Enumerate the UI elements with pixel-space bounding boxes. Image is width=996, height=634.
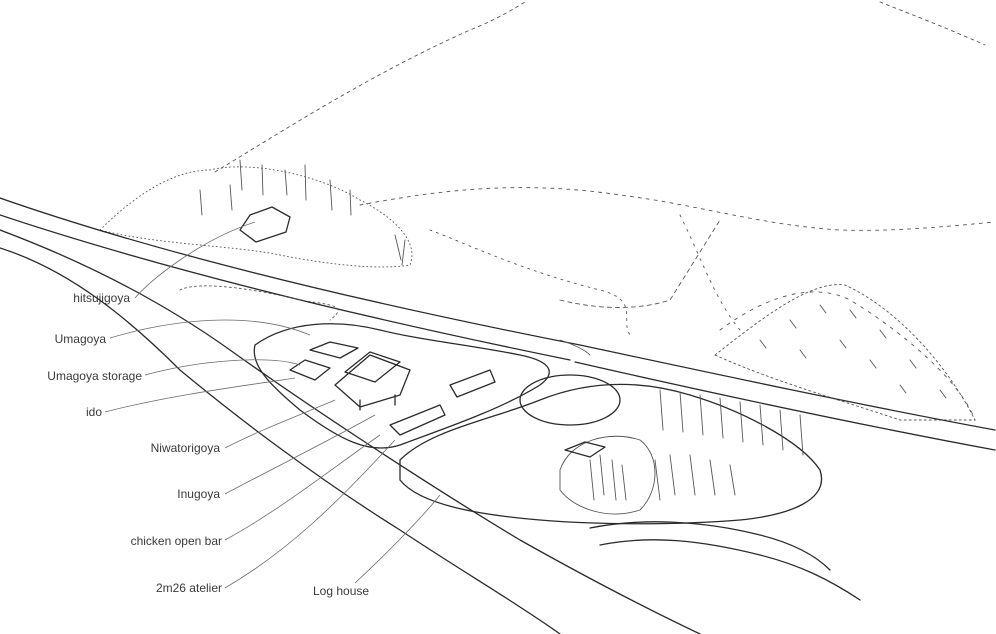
field-parcels: [559, 219, 976, 421]
lower-road: [0, 229, 861, 634]
label-ido: ido: [85, 405, 102, 419]
tree-rows: [659, 389, 804, 456]
label-umagoya: Umagoya: [54, 332, 106, 346]
compound: [179, 285, 550, 449]
garden-area: [399, 374, 823, 525]
label-umagoya-storage: Umagoya storage: [47, 369, 142, 383]
main-road: [0, 197, 996, 451]
hill-ridges: [214, 1, 996, 336]
label-hitsujigoya: hitsujigoya: [73, 291, 130, 305]
label-log-house: Log house: [313, 584, 370, 598]
label-inugoya: Inugoya: [177, 487, 220, 501]
leader-lines: [104, 221, 441, 589]
label-niwatorigoya: Niwatorigoya: [150, 441, 220, 455]
forest-patch: [99, 159, 413, 268]
label-2m26-atelier: 2m26 atelier: [155, 581, 222, 595]
label-chicken-open-bar: chicken open bar: [130, 534, 222, 548]
wooded-mound: [714, 284, 976, 421]
